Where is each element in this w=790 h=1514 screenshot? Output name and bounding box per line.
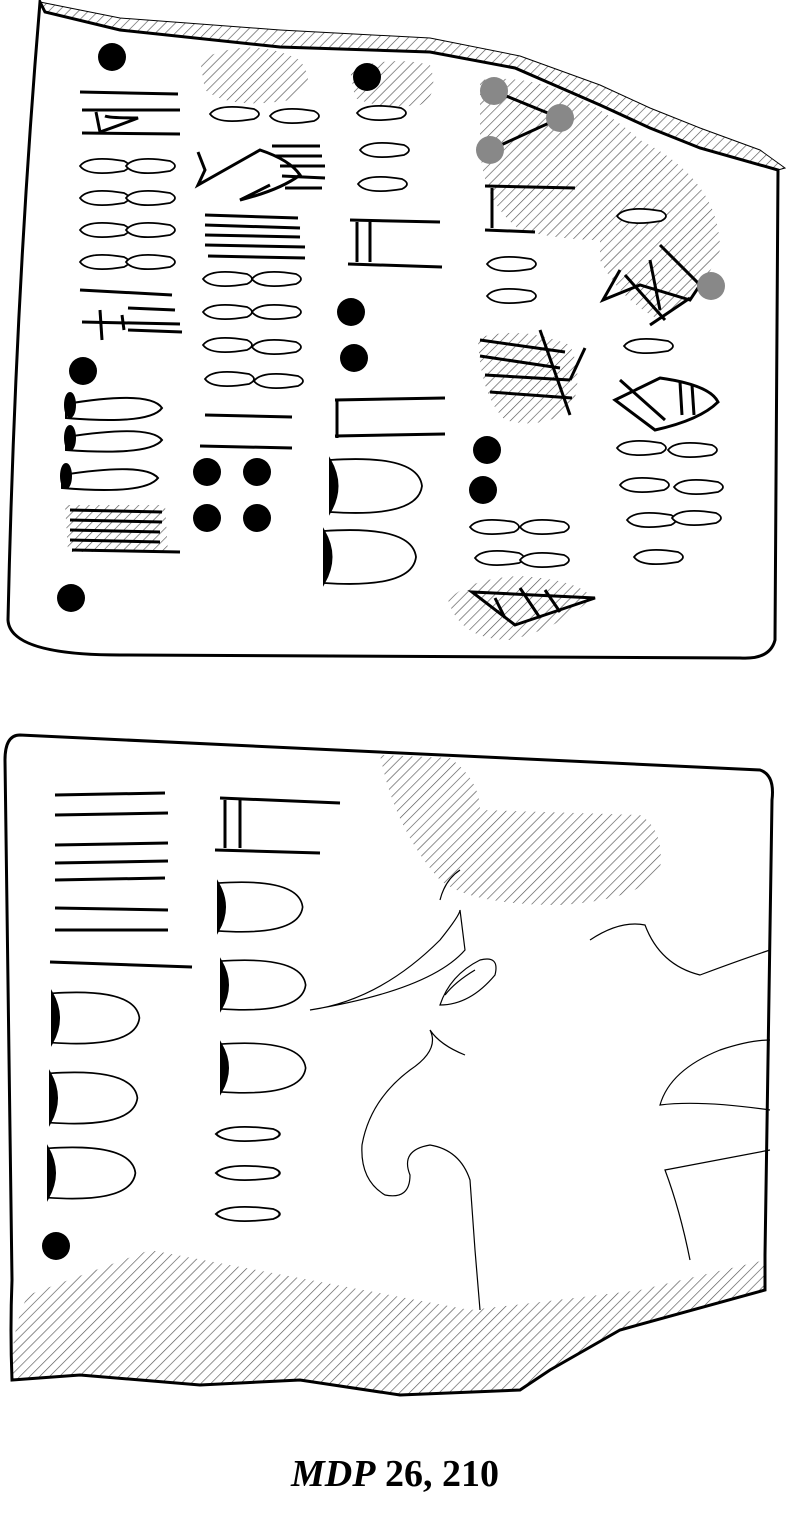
obverse-face	[6, 0, 787, 660]
sign-gate	[484, 184, 576, 234]
small-numeral-group	[202, 270, 304, 390]
small-numeral-group	[616, 207, 667, 225]
sign-gray-nodes	[476, 77, 574, 164]
reverse-outline	[3, 733, 774, 1397]
reverse-face	[3, 733, 774, 1397]
caption-number: 26, 210	[384, 1453, 499, 1495]
sign-hatched-lines	[479, 329, 587, 416]
numeral-dot	[57, 584, 85, 612]
damage-bottom-edge	[11, 1250, 766, 1395]
numeral-dot	[469, 476, 497, 504]
sign-hatched-triangle	[467, 587, 596, 627]
sign-fish	[194, 144, 326, 202]
small-numeral-group	[79, 157, 176, 271]
sign-fish	[599, 243, 702, 327]
numeral-dot	[42, 1232, 70, 1260]
seal-impression	[309, 869, 771, 1311]
small-numeral-group	[209, 105, 320, 125]
numeral-dot	[69, 357, 97, 385]
large-numeral-group	[217, 879, 307, 1096]
damage-patch	[200, 47, 308, 104]
small-numeral-group	[623, 337, 674, 355]
small-numeral-group	[356, 104, 410, 193]
obverse-outline	[6, 0, 780, 660]
damage-patch	[380, 755, 661, 905]
sign-gate	[334, 396, 446, 438]
damage-patch	[480, 78, 720, 320]
sign-lines	[199, 413, 293, 450]
caption-series: MDP	[291, 1453, 376, 1495]
large-numeral-group	[323, 456, 423, 587]
tablet-caption: MDP 26, 210	[0, 1452, 790, 1496]
sign-gate	[214, 796, 341, 855]
large-numeral-group	[47, 989, 141, 1202]
numeral-dot	[473, 436, 501, 464]
sign-lines	[204, 213, 306, 260]
numeral-dot	[98, 43, 126, 71]
small-numeral-group	[486, 255, 537, 305]
small-numeral-group	[616, 439, 724, 566]
small-numeral-group	[214, 1125, 281, 1223]
small-numeral-group	[469, 518, 570, 569]
sign-gate	[347, 218, 443, 269]
numeral-dot	[353, 63, 381, 91]
sign-fish	[612, 376, 720, 432]
numeral-dot	[340, 344, 368, 372]
sign-lines	[49, 791, 193, 969]
damage-patch	[448, 576, 592, 640]
sign-lines	[79, 288, 183, 341]
numeral-dot-group	[193, 458, 271, 532]
numeral-dot	[337, 298, 365, 326]
large-numeral-group	[60, 392, 164, 492]
gray-dot	[697, 272, 725, 300]
sign-lines	[79, 90, 181, 136]
sign-lines	[69, 508, 181, 554]
